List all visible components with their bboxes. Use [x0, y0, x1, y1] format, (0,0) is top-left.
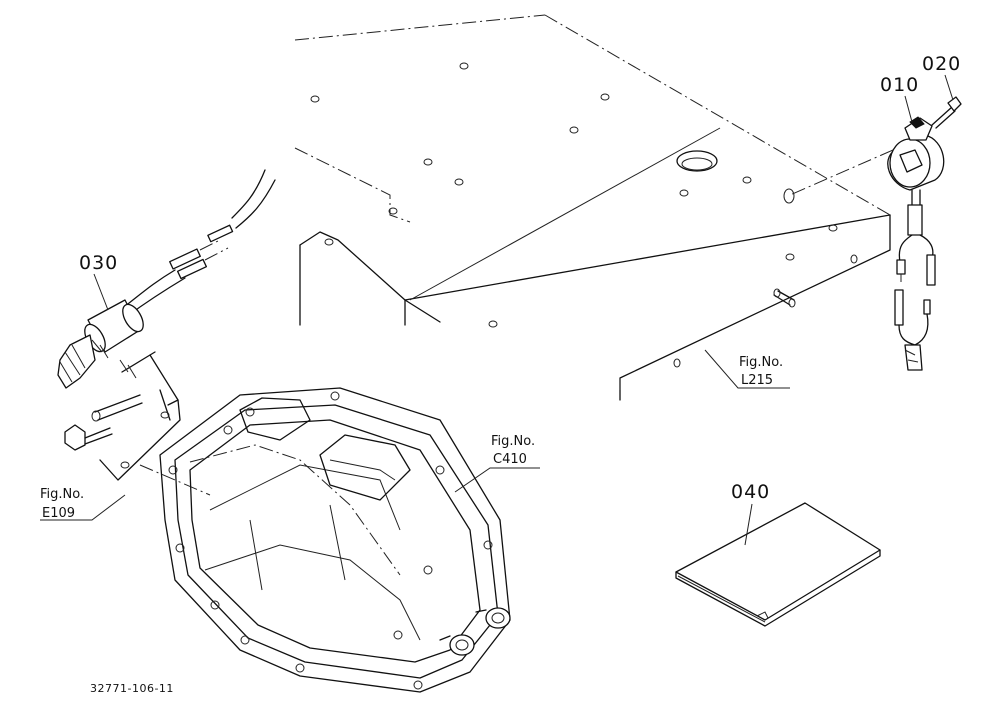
part-label-020: 020 — [922, 53, 962, 75]
fig-ref-e109-caption: Fig.No. — [40, 487, 85, 502]
fig-ref-l215-caption: Fig.No. — [739, 355, 784, 370]
part-label-010: 010 — [880, 74, 920, 96]
fig-ref-c410-caption: Fig.No. — [491, 434, 536, 449]
leader-lines — [40, 74, 954, 546]
floor-plate — [294, 14, 891, 401]
part-020-bolt — [931, 96, 962, 129]
drawing-number: 32771-106-11 — [90, 682, 174, 695]
fig-ref-c410-number: C410 — [493, 452, 527, 467]
part-030-solenoid — [57, 169, 276, 496]
fig-ref-e109-number: E109 — [42, 506, 76, 521]
fig-ref-l215-number: L215 — [741, 373, 774, 388]
transmission-housing — [159, 387, 511, 693]
part-040-manual — [675, 502, 881, 627]
part-label-040: 040 — [731, 481, 771, 503]
part-label-030: 030 — [79, 252, 119, 274]
part-010-switch — [789, 116, 945, 371]
